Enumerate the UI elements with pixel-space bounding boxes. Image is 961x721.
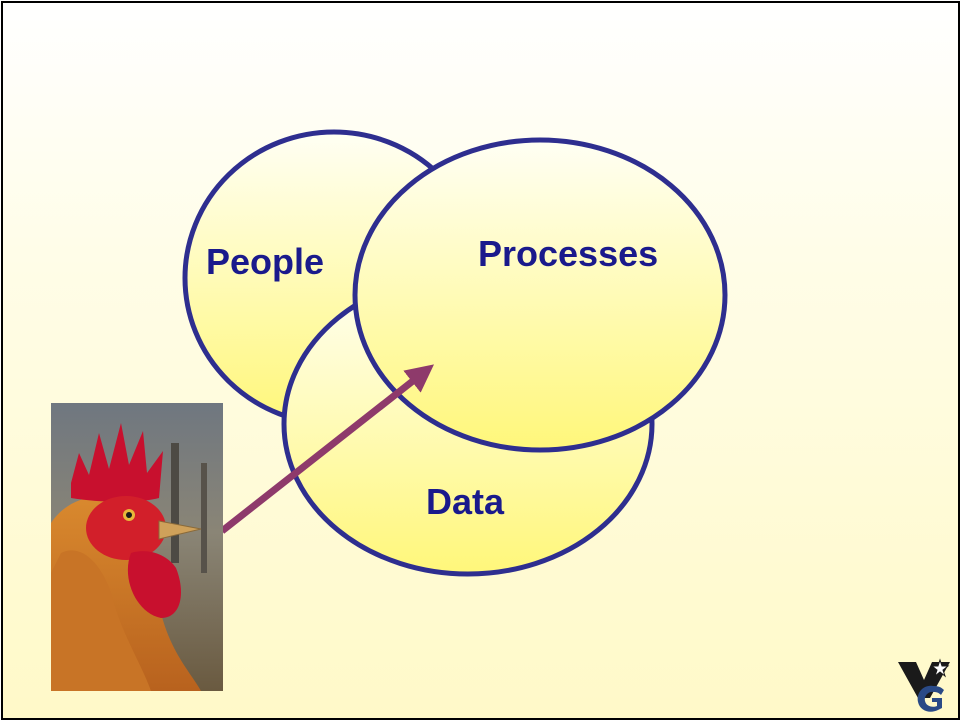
rooster-photo [51, 403, 223, 691]
pointer-arrow [219, 364, 435, 534]
venn-diagram: People Processes Data [182, 129, 728, 577]
processes-label: Processes [478, 233, 658, 274]
processes-oval [352, 137, 728, 453]
people-label: People [206, 241, 324, 282]
vg-logo-icon [898, 658, 950, 712]
data-label: Data [426, 481, 505, 522]
